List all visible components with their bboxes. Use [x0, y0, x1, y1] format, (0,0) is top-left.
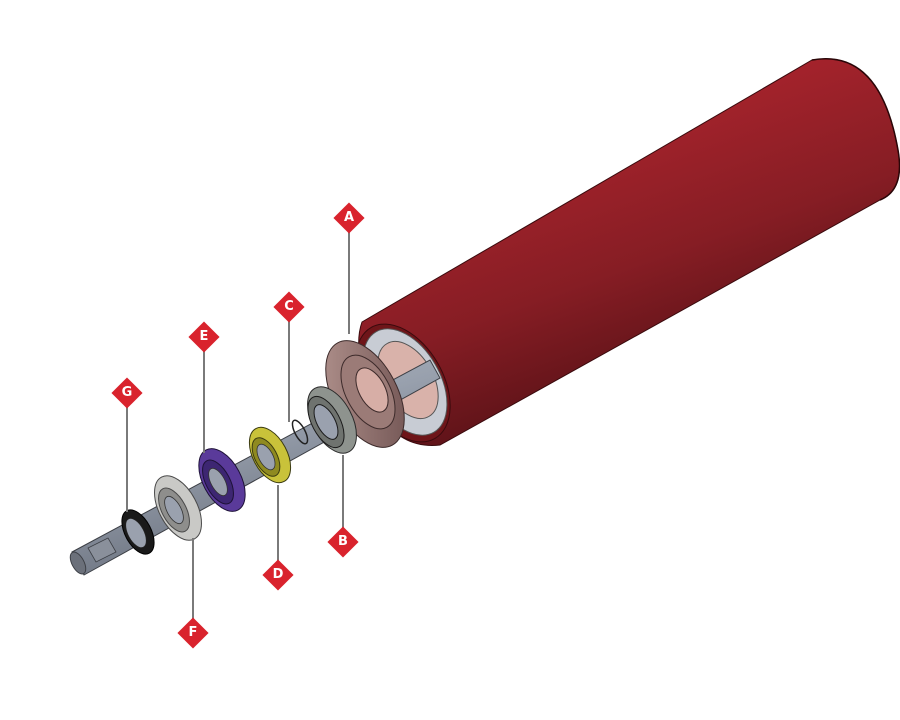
callout-label: A [343, 210, 355, 225]
yellow-seal [248, 426, 292, 484]
callout-label: G [121, 385, 133, 400]
washer [154, 475, 202, 541]
leader-line-d [277, 485, 279, 564]
leader-line-a [348, 229, 350, 334]
roller-tube [355, 58, 900, 446]
callout-label: D [272, 567, 284, 582]
leader-line-c [288, 318, 290, 422]
leader-line-b [342, 455, 344, 531]
callout-label: E [199, 329, 209, 344]
o-ring [121, 509, 155, 555]
purple-seal [198, 448, 246, 512]
callout-label: F [188, 625, 198, 640]
callout-label: C [284, 299, 294, 314]
leader-line-g [126, 404, 128, 512]
bearing [307, 386, 357, 454]
leader-line-e [203, 348, 205, 453]
leader-line-f [192, 538, 194, 622]
callout-label: B [338, 534, 348, 549]
